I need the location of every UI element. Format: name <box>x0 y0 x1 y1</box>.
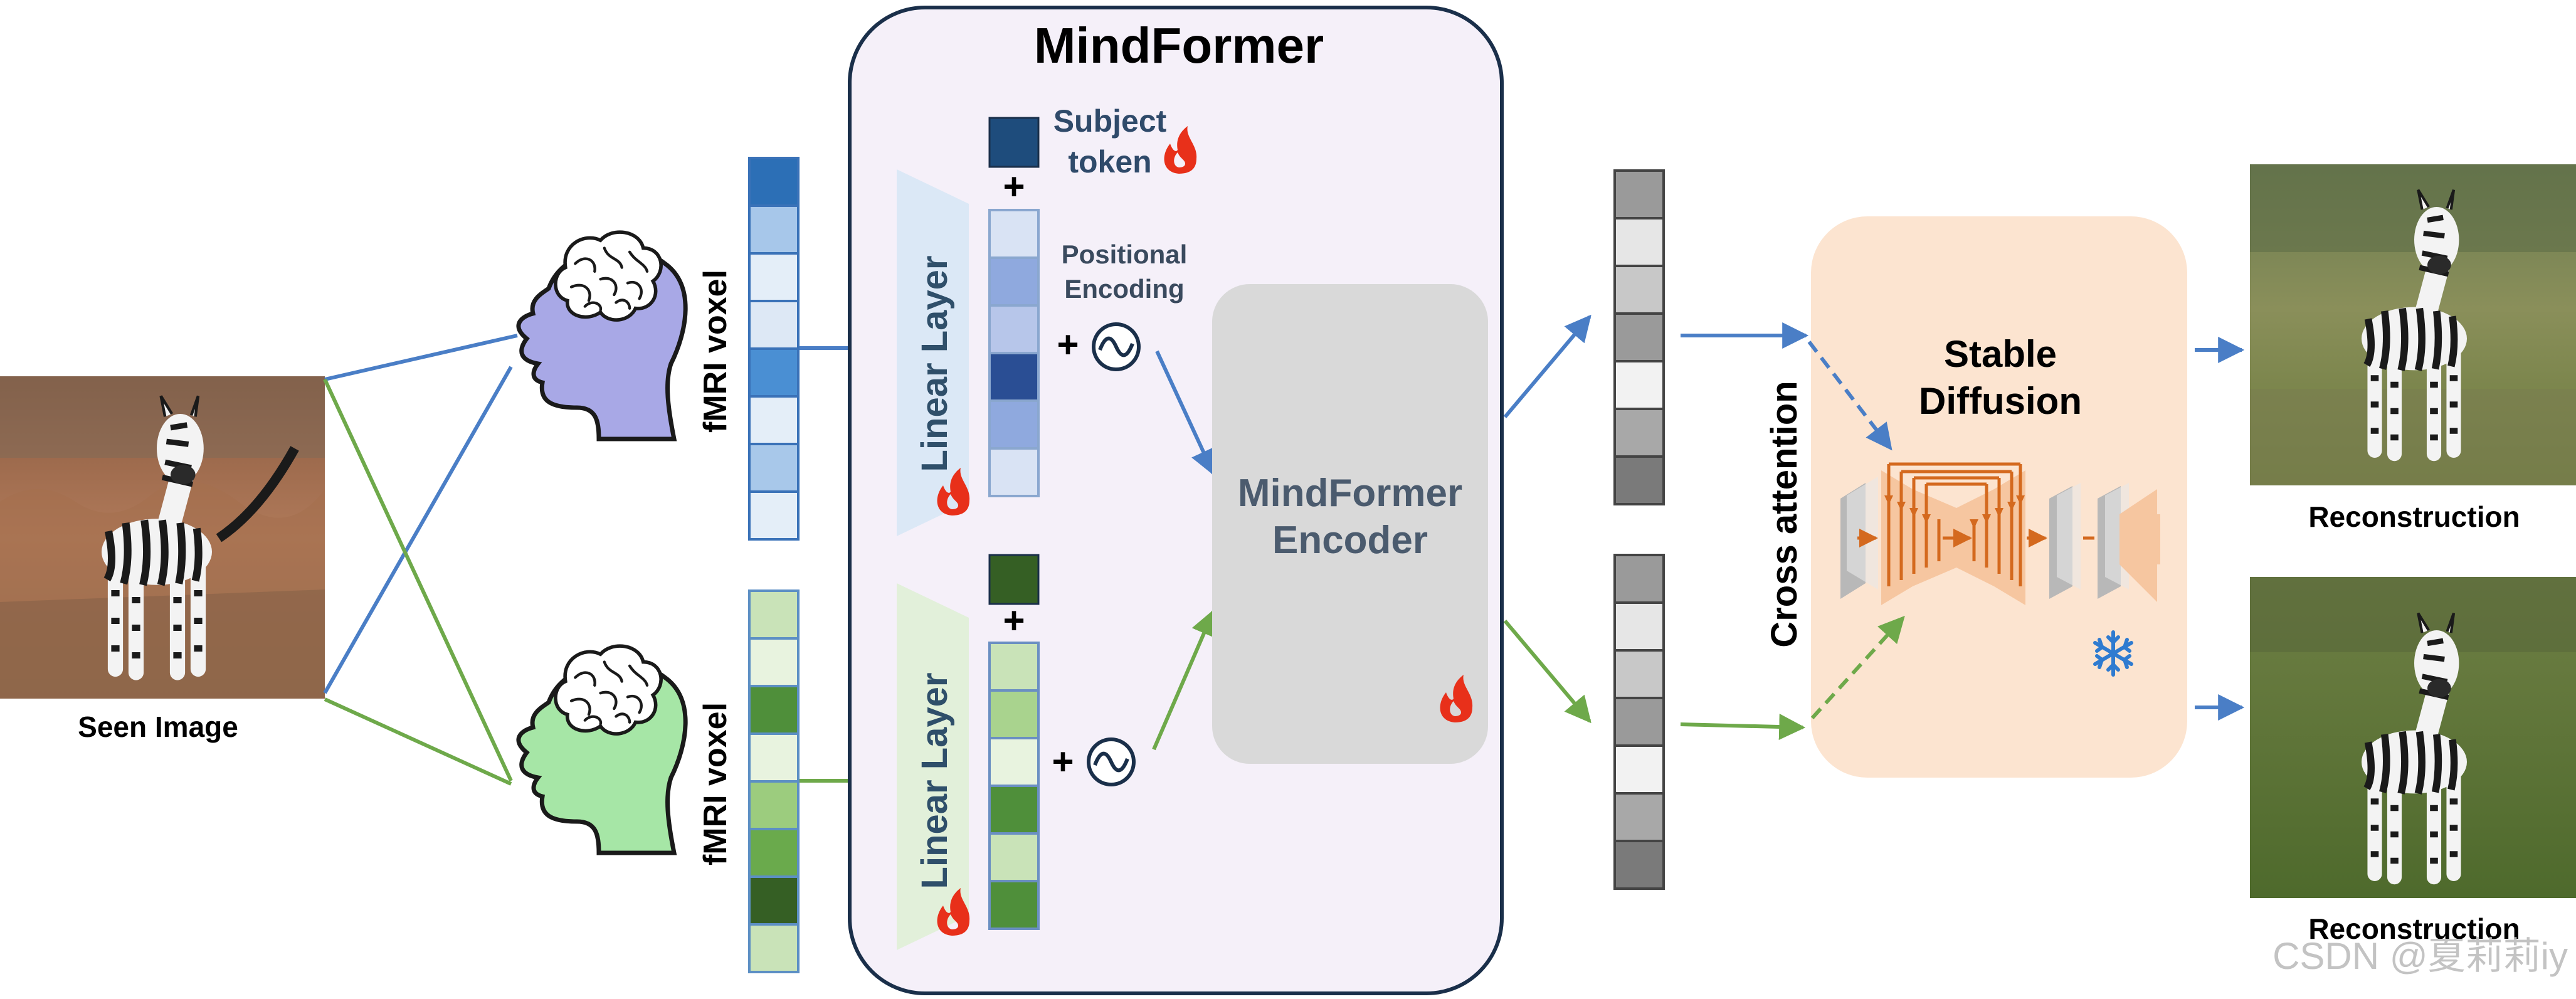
embedding-top-cell <box>1613 265 1665 315</box>
token-top-cell <box>988 304 1040 354</box>
mindformer-encoder <box>1212 284 1488 764</box>
flame-icon <box>1440 675 1473 722</box>
unet-diagram <box>1840 462 2160 605</box>
token-bottom-cell <box>988 642 1040 692</box>
token-top-cell <box>988 447 1040 497</box>
fmri-voxel-top-cell <box>748 443 800 493</box>
embedding-column-top <box>1613 169 1665 505</box>
reconstruction-label-top: Reconstruction <box>2308 500 2520 533</box>
flame-icons <box>937 126 1473 936</box>
embedding-bottom-cell <box>1613 792 1665 842</box>
arrow-pos-to-encoder-top <box>1155 350 1216 476</box>
linear-layer-bottom <box>897 583 969 950</box>
fmri-voxel-top-cell <box>748 204 800 255</box>
dashed-arrow-top <box>1807 341 1892 451</box>
embedding-bottom-cell <box>1613 697 1665 747</box>
embedding-bottom-cell <box>1613 744 1665 795</box>
fmri-voxel-column-top <box>748 157 800 541</box>
sine-icon-top <box>1092 322 1141 371</box>
seen-image-label: Seen Image <box>78 711 238 743</box>
token-bottom-cell <box>988 785 1040 835</box>
flame-icon <box>1164 126 1197 174</box>
linear-layer-bottom-label: Linear Layer <box>914 673 955 889</box>
fmri-voxel-bottom-cell <box>748 828 800 878</box>
fmri-voxel-top-cell <box>748 490 800 541</box>
fmri-voxel-bottom-cell <box>748 732 800 783</box>
fmri-voxel-bottom-cell <box>748 923 800 973</box>
token-bottom-cell <box>988 689 1040 739</box>
mindformer-title: MindFormer <box>1034 18 1324 73</box>
token-bottom-cell <box>988 737 1040 787</box>
embedding-top-cell <box>1613 408 1665 458</box>
positional-encoding-label-line2: Encoding <box>1064 274 1184 304</box>
plus-subject-top: + <box>1003 166 1025 208</box>
positional-encoding-label-line1: Positional <box>1062 240 1188 269</box>
linear-layer-top <box>897 169 969 536</box>
plus-pos-top: + <box>1057 324 1079 366</box>
fmri-voxel-top-cell <box>748 252 800 302</box>
embedding-top-cell <box>1613 312 1665 362</box>
token-top-cell <box>988 209 1040 259</box>
encoder-label-line2: Encoder <box>1272 519 1428 562</box>
arrow-pos-to-encoder-bottom <box>1152 609 1217 751</box>
image-to-head-lines <box>323 334 518 786</box>
subject-token-label-line2: token <box>1068 144 1151 179</box>
arrow-encoder-to-embed-bottom <box>1503 620 1592 724</box>
token-column-bottom <box>988 642 1040 930</box>
subject-token-top <box>988 117 1040 168</box>
stable-diffusion-label-line2: Diffusion <box>1919 380 2082 422</box>
embedding-top-cell <box>1613 169 1665 219</box>
fmri-voxel-bottom-cell <box>748 875 800 926</box>
fmri-voxel-bottom-cell <box>748 637 800 687</box>
embedding-column-bottom <box>1613 554 1665 890</box>
fmri-voxel-bottom-cell <box>748 589 800 640</box>
plus-subject-bottom: + <box>1003 600 1025 642</box>
cross-attention-label: Cross attention <box>1764 381 1805 647</box>
flame-icon <box>937 888 970 936</box>
embedding-top-cell <box>1613 360 1665 410</box>
zebra-seen <box>102 396 299 672</box>
head-green <box>516 646 688 855</box>
embedding-top-cell <box>1613 217 1665 267</box>
fmri-voxel-bottom-cell <box>748 685 800 735</box>
watermark: CSDN @夏莉莉iy <box>2272 935 2568 977</box>
embedding-top-cell <box>1613 455 1665 505</box>
encoder-label-line1: MindFormer <box>1238 472 1462 515</box>
embedding-bottom-cell <box>1613 554 1665 604</box>
sine-icon-bottom <box>1087 737 1136 786</box>
subject-token-label-line1: Subject <box>1053 103 1167 139</box>
fmri-voxel-label-top: fMRI voxel <box>697 270 734 433</box>
fmri-voxel-label-bottom: fMRI voxel <box>697 702 734 865</box>
snowflake-icon <box>2093 630 2133 677</box>
fmri-voxel-bottom-cell <box>748 780 800 830</box>
embedding-bottom-cell <box>1613 601 1665 652</box>
fmri-voxel-top-cell <box>748 157 800 207</box>
embedding-bottom-cell <box>1613 840 1665 890</box>
dashed-arrow-bottom <box>1810 615 1905 720</box>
plus-pos-bottom: + <box>1052 741 1074 783</box>
token-column-top <box>988 209 1040 497</box>
subject-token-bottom <box>988 554 1040 605</box>
arrow-embed-to-diffusion-bottom <box>1680 714 1806 741</box>
reconstruction-label-bottom: Reconstruction <box>2308 912 2520 945</box>
fmri-voxel-top-cell <box>748 395 800 445</box>
token-top-cell <box>988 256 1040 307</box>
stable-diffusion-label-line1: Stable <box>1944 333 2057 375</box>
seen-image <box>0 376 325 699</box>
token-top-cell <box>988 352 1040 402</box>
token-bottom-cell <box>988 832 1040 882</box>
fmri-voxel-top-cell <box>748 300 800 350</box>
head-purple <box>516 232 688 441</box>
linear-layer-top-label: Linear Layer <box>914 256 955 472</box>
token-bottom-cell <box>988 880 1040 930</box>
reconstruction-image-top <box>2250 164 2576 485</box>
fmri-voxel-column-bottom <box>748 589 800 973</box>
embedding-bottom-cell <box>1613 649 1665 699</box>
flame-icon <box>937 468 970 515</box>
arrow-encoder-to-embed-top <box>1503 314 1592 418</box>
reconstruction-image-bottom <box>2250 577 2576 898</box>
fmri-voxel-top-cell <box>748 347 800 398</box>
token-top-cell <box>988 399 1040 450</box>
